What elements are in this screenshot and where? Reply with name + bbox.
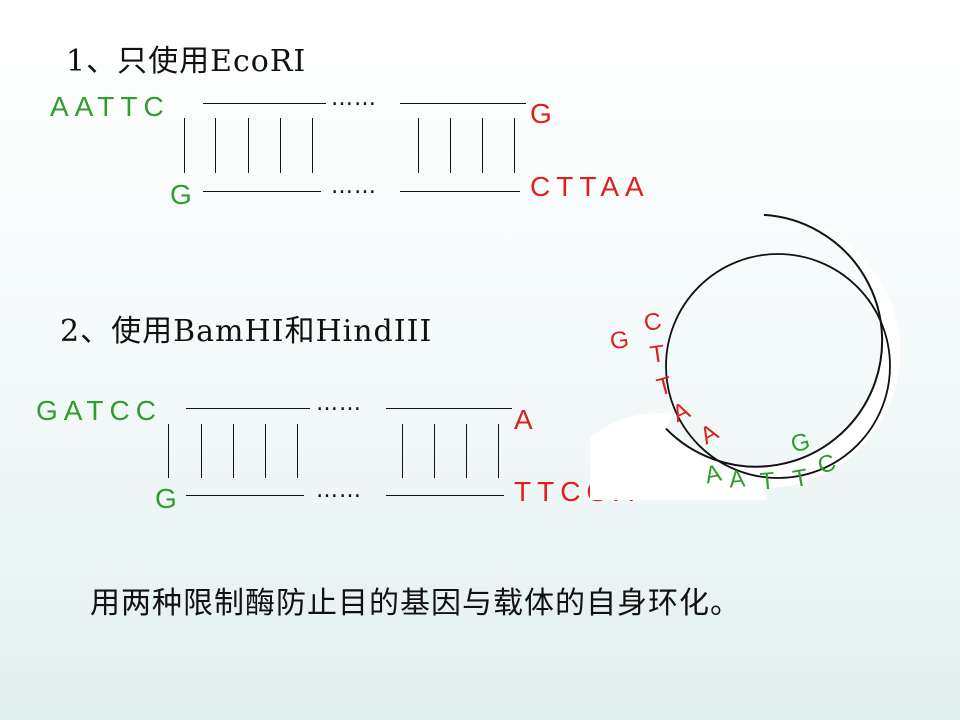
section2-bottom-left-seq: G bbox=[155, 483, 183, 514]
section1-bond bbox=[418, 118, 419, 173]
section2-top-strand-left bbox=[186, 408, 310, 409]
section1-bond bbox=[215, 118, 216, 173]
section1-dots-top: …… bbox=[331, 86, 377, 111]
section1-bottom-left-seq: G bbox=[170, 179, 198, 210]
plasmid-outer-circle bbox=[665, 213, 884, 468]
section2-bond bbox=[233, 424, 234, 478]
section1-bond bbox=[482, 118, 483, 173]
section2-bond bbox=[434, 424, 435, 478]
section2-bottom-strand-left bbox=[186, 495, 304, 496]
section1-bond bbox=[184, 118, 185, 173]
plasmid-letter: A bbox=[668, 397, 694, 428]
section2-bond bbox=[265, 424, 266, 478]
plasmid-letter: C bbox=[642, 308, 664, 338]
section2-top-left-seq: GATCC bbox=[36, 395, 162, 426]
section2-bond bbox=[201, 424, 202, 478]
section1-bottom-right-seq: CTTAA bbox=[530, 171, 650, 202]
plasmid-letter: T bbox=[654, 372, 675, 402]
section1-dots-bottom: …… bbox=[331, 174, 377, 199]
section1-bottom-strand-right bbox=[400, 191, 520, 192]
section2-top-strand-right bbox=[386, 408, 512, 409]
section2-bond bbox=[402, 424, 403, 478]
plasmid-letter: A bbox=[728, 465, 746, 493]
section2-dots-bottom: …… bbox=[316, 478, 362, 503]
section2-heading: 2、使用BamHI和HindIII bbox=[60, 314, 433, 349]
plasmid-inner-circle bbox=[665, 253, 891, 479]
section1-bond bbox=[312, 118, 313, 173]
section1-bond bbox=[280, 118, 281, 173]
section2-top-right-seq: A bbox=[514, 404, 539, 435]
section1-top-strand-left bbox=[203, 103, 326, 104]
section1-bottom-strand-left bbox=[203, 191, 321, 192]
plasmid-letter: G bbox=[788, 428, 813, 459]
section1-top-right-seq: G bbox=[530, 98, 558, 129]
section1-top-left-seq: AATTC bbox=[50, 91, 170, 122]
section2-bond bbox=[297, 424, 298, 478]
section2-bond bbox=[466, 424, 467, 478]
plasmid-ring bbox=[590, 214, 901, 500]
section1-bond bbox=[248, 118, 249, 173]
section2-bottom-strand-right bbox=[386, 495, 504, 496]
section1-heading: 1、只使用EcoRI bbox=[66, 44, 307, 79]
section1-bond bbox=[450, 118, 451, 173]
section1-top-strand-right bbox=[400, 103, 526, 104]
section2-dots-top: …… bbox=[316, 391, 362, 416]
plasmid-letter: T bbox=[759, 467, 776, 495]
section1-bond bbox=[514, 118, 515, 173]
section2-bond bbox=[498, 424, 499, 478]
plasmid-letter: G bbox=[608, 326, 630, 355]
section2-bond bbox=[168, 424, 169, 478]
plasmid-diagram: G C T T A A G A A T T C bbox=[590, 213, 901, 500]
caption: 用两种限制酶防止目的基因与载体的自身环化。 bbox=[90, 586, 741, 621]
plasmid-letter: A bbox=[702, 460, 723, 490]
plasmid-letter: T bbox=[791, 464, 810, 493]
plasmid-letter: T bbox=[648, 340, 667, 369]
